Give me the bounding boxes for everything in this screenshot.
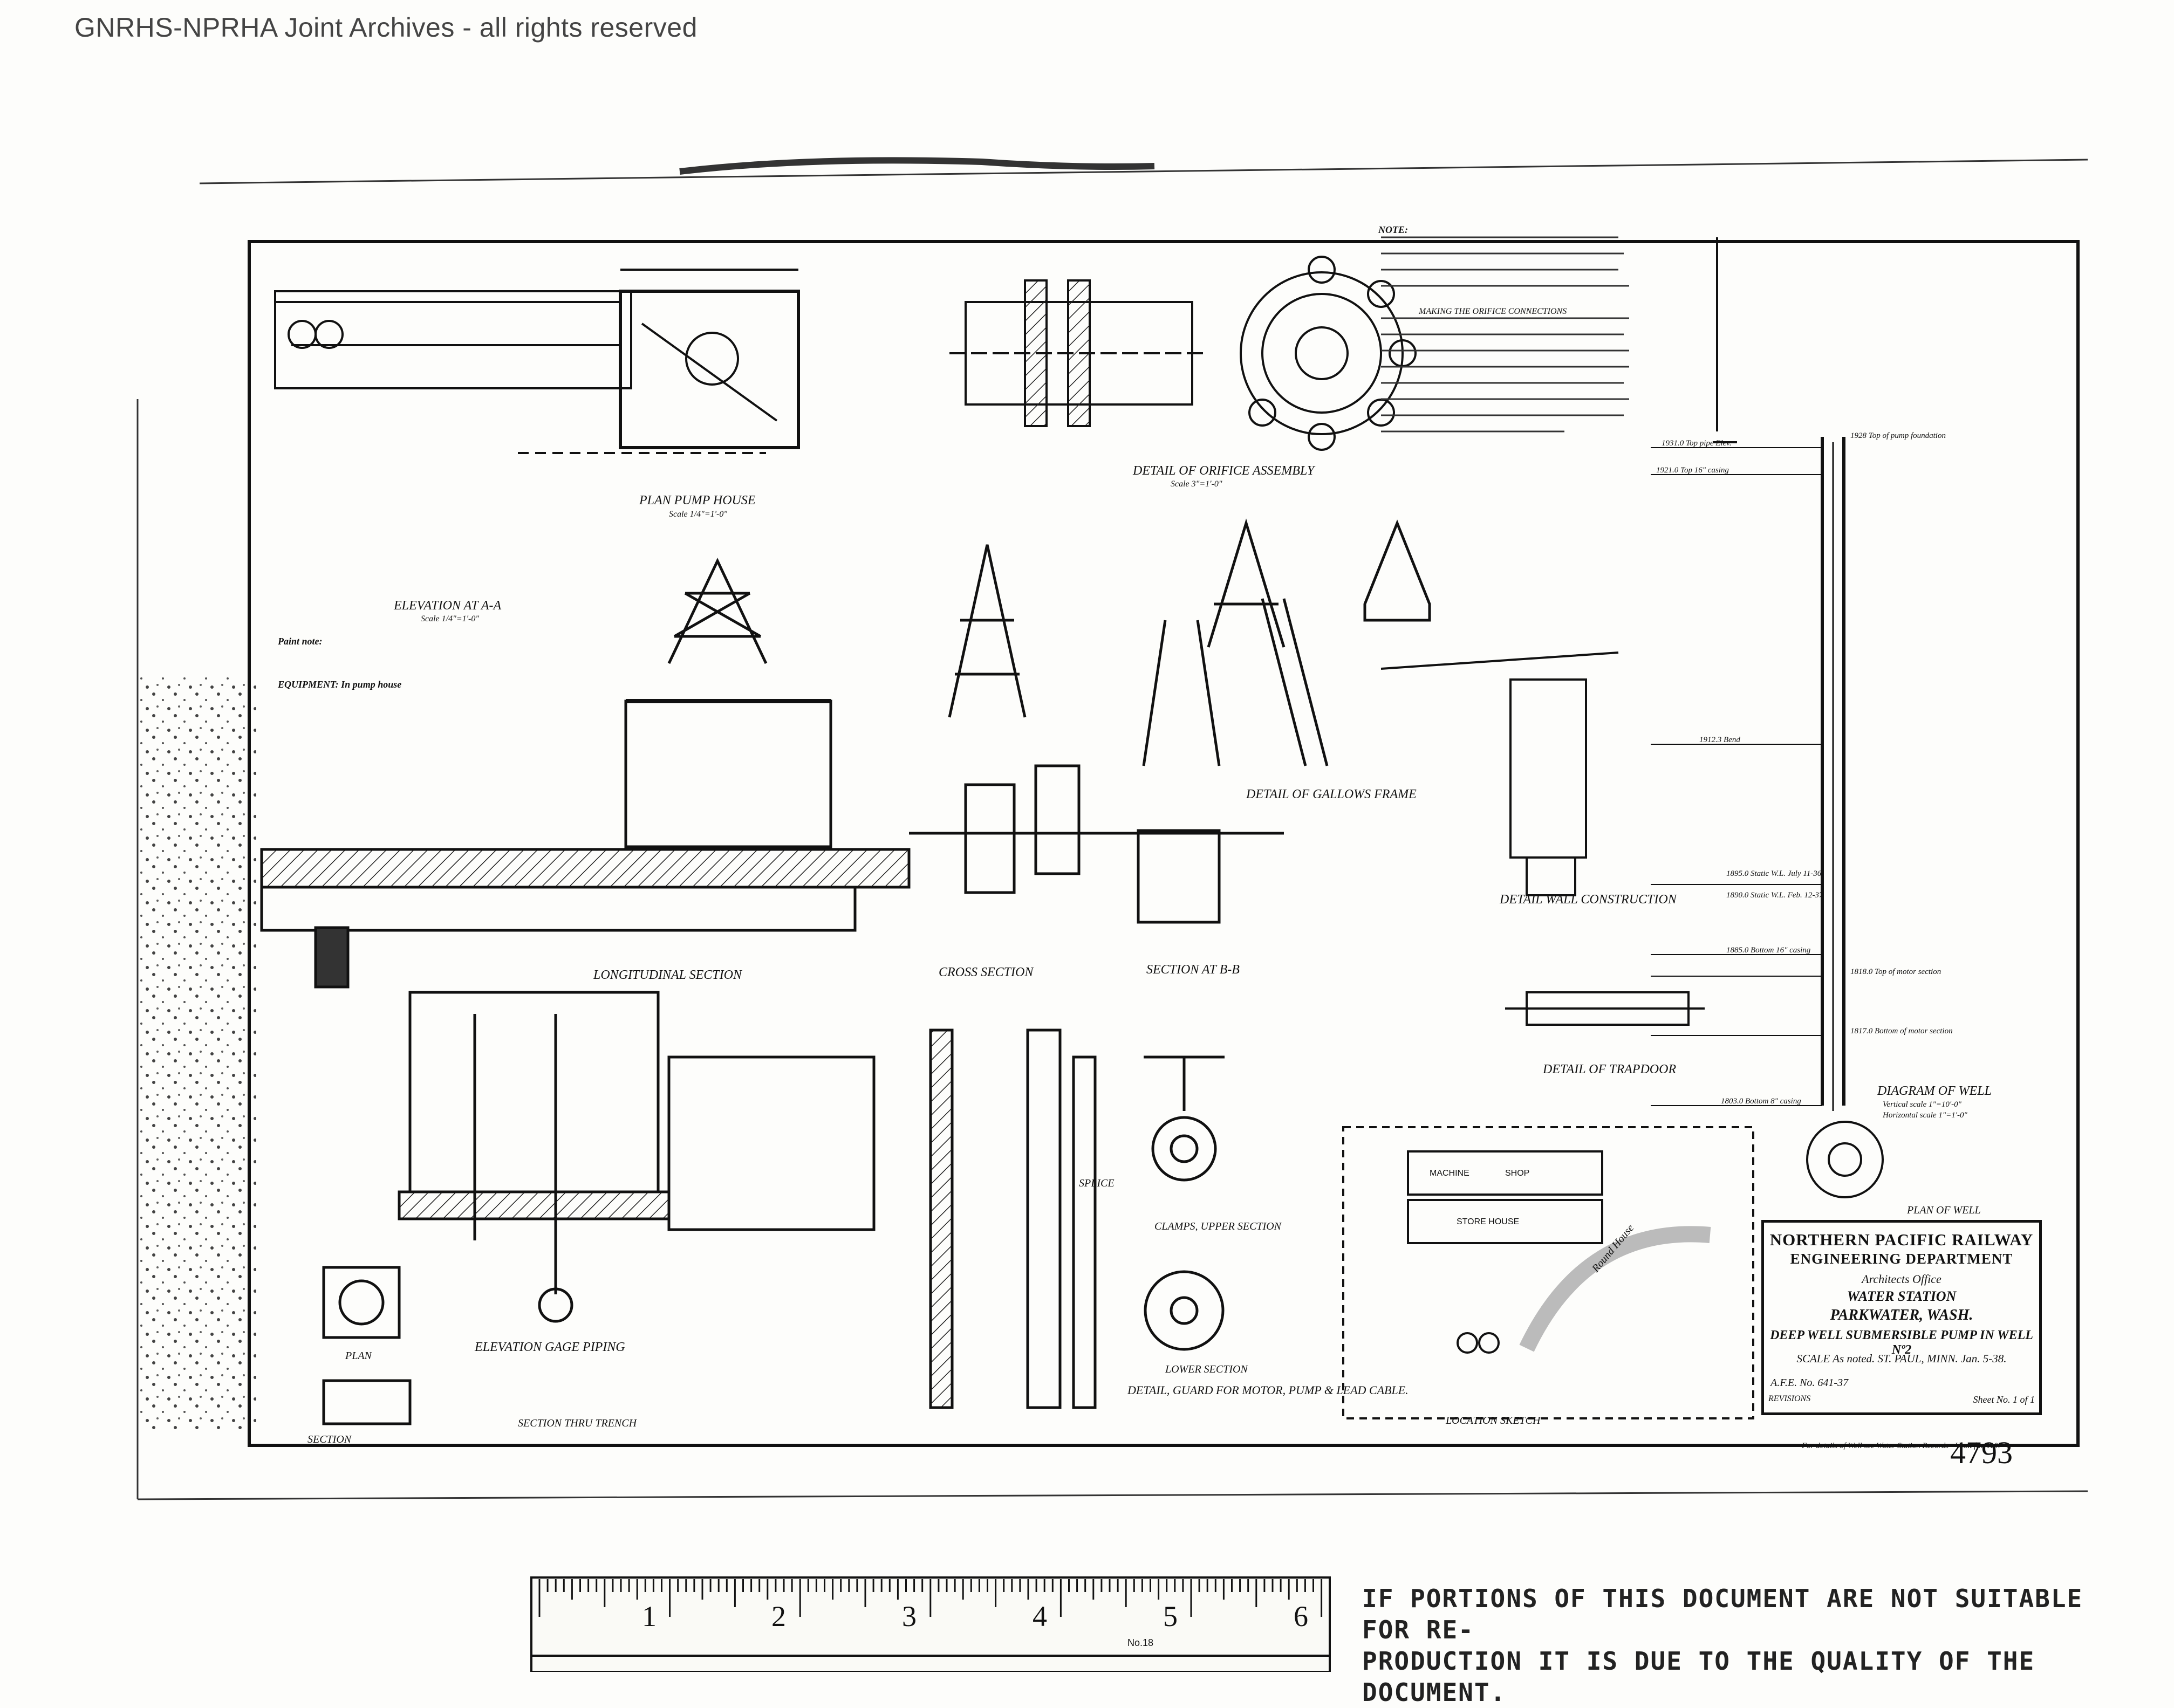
label-plan-pump-house: PLAN PUMP HOUSE [639, 493, 756, 507]
label-detail-wall: DETAIL WALL CONSTRUCTION [1499, 893, 1678, 907]
title-company: NORTHERN PACIFIC RAILWAY [1769, 1230, 2034, 1249]
label-section: SECTION [307, 1433, 352, 1445]
guard-detail [667, 1028, 1225, 1409]
well-level-label: 1890.0 Static W.L. Feb. 12-37 [1726, 891, 1824, 900]
note-labels: Paint note: EQUIPMENT: In pump house NOT… [277, 224, 1567, 690]
location-sketch [1342, 1126, 1754, 1419]
label-section-bb: SECTION AT B-B [1146, 963, 1240, 977]
label-section-trench: SECTION THRU TRENCH [518, 1417, 638, 1429]
scale-elevation-aa: Scale 1/4"=1'-0" [421, 614, 479, 623]
scale-detail-orifice: Scale 3"=1'-0" [1171, 479, 1222, 489]
label-plan: PLAN [345, 1350, 373, 1362]
label-machine: MACHINE [1430, 1169, 1469, 1178]
drawing-number: 4793 [1950, 1435, 2013, 1470]
label-splice: SPLICE [1079, 1177, 1115, 1189]
title-station: WATER STATION [1847, 1288, 1957, 1304]
label-cross-section: CROSS SECTION [939, 965, 1034, 979]
ruler-maker: No.18 [1127, 1637, 1153, 1648]
title-drawing: DEEP WELL SUBMERSIBLE PUMP IN WELL Nº2 [1770, 1328, 2033, 1357]
well-level-labels: 1931.0 Top pipe Elev. 1928 Top of pump f… [1656, 431, 1953, 1106]
revisions-header: REVISIONS [1768, 1394, 1811, 1403]
label-clamps-upper: CLAMPS, UPPER SECTION [1154, 1220, 1282, 1232]
equipment-note: EQUIPMENT: In pump house [277, 679, 401, 690]
stain-left [138, 674, 256, 1429]
label-elevation-gage: ELEVATION GAGE PIPING [474, 1340, 625, 1354]
location-labels: MACHINE SHOP STORE HOUSE Round House [1430, 1169, 1637, 1275]
title-block: NORTHERN PACIFIC RAILWAY ENGINEERING DEP… [1761, 1220, 2042, 1415]
drawing-border [248, 240, 2080, 1447]
label-location-sketch: LOCATION SKETCH [1445, 1415, 1541, 1426]
well-level-label: 1818.0 Top of motor section [1850, 968, 1941, 976]
label-detail-orifice: DETAIL OF ORIFICE ASSEMBLY [1132, 464, 1316, 478]
ruler-number: 3 [902, 1600, 917, 1632]
orifice-heading: MAKING THE ORIFICE CONNECTIONS [1418, 307, 1567, 316]
ruler-number: 6 [1294, 1600, 1308, 1632]
scale-diagram-well: Vertical scale 1"=10'-0" [1883, 1100, 1962, 1109]
label-detail-guard: DETAIL, GUARD FOR MOTOR, PUMP & LEAD CAB… [1127, 1383, 1409, 1397]
ruler-number: 1 [642, 1600, 657, 1632]
well-level-label: 1885.0 Bottom 16" casing [1726, 946, 1811, 955]
label-plan-well: PLAN OF WELL [1906, 1204, 1981, 1216]
label-elevation-aa: ELEVATION AT A-A [393, 599, 501, 613]
label-diagram-well: DIAGRAM OF WELL [1877, 1084, 1992, 1098]
label-lower-section: LOWER SECTION [1165, 1363, 1248, 1375]
gage-piping [322, 991, 671, 1425]
scale-diagram-well-h: Horizontal scale 1"=1'-0" [1882, 1111, 1967, 1120]
ruler: 1 2 3 4 5 6 No.18 [530, 1576, 1331, 1672]
sheet-number: Sheet No. 1 of 1 [1973, 1394, 2035, 1405]
well-level-label: 1912.3 Bend [1699, 736, 1740, 744]
title-afe: A.F.E. No. 641-37 [1770, 1377, 1849, 1389]
plan-pump-house [274, 269, 800, 454]
well-level-label: 1921.0 Top 16" casing [1656, 466, 1729, 475]
ruler-number: 4 [1033, 1600, 1047, 1632]
well-level-label: 1895.0 Static W.L. July 11-36 [1726, 869, 1822, 878]
archive-watermark: GNRHS-NPRHA Joint Archives - all rights … [74, 12, 698, 43]
label-detail-trapdoor: DETAIL OF TRAPDOOR [1542, 1062, 1676, 1076]
footer-note: For details of Well see Water Station Re… [1801, 1442, 2009, 1450]
well-level-label: 1817.0 Bottom of motor section [1850, 1027, 1953, 1035]
note-header: NOTE: [1378, 224, 1408, 235]
gallows-frames [667, 518, 1431, 766]
label-store-house: STORE HOUSE [1457, 1217, 1519, 1226]
label-shop: SHOP [1505, 1169, 1529, 1178]
well-level-label: 1928 Top of pump foundation [1850, 431, 1946, 440]
well-level-label: 1803.0 Bottom 8" casing [1721, 1097, 1801, 1106]
title-department: ENGINEERING DEPARTMENT [1790, 1251, 2013, 1267]
quality-notice-stamp: IF PORTIONS OF THIS DOCUMENT ARE NOT SUI… [1362, 1584, 2083, 1707]
orifice-assembly [949, 256, 1417, 451]
title-office: Architects Office [1862, 1272, 1941, 1286]
scale-labels: Scale 1/4"=1'-0" Scale 3"=1'-0" Scale 1/… [421, 479, 1967, 1120]
well-level-label: 1931.0 Top pipe Elev. [1662, 439, 1732, 448]
title-location: PARKWATER, WASH. [1830, 1307, 1973, 1323]
title-scale: SCALE As noted. ST. PAUL, MINN. Jan. 5-3… [1796, 1352, 2007, 1365]
label-longitudinal-section: LONGITUDINAL SECTION [593, 968, 743, 982]
drawing-scan: PLAN PUMP HOUSE DETAIL OF ORIFICE ASSEMB… [136, 157, 2088, 1672]
notes-block [1381, 236, 1629, 433]
ruler-number: 5 [1163, 1600, 1178, 1632]
ruler-number: 2 [771, 1600, 786, 1632]
view-labels: PLAN PUMP HOUSE DETAIL OF ORIFICE ASSEMB… [307, 464, 1992, 1445]
label-detail-gallows: DETAIL OF GALLOWS FRAME [1246, 787, 1417, 801]
longitudinal-section [260, 699, 1284, 989]
scale-plan-pump-house: Scale 1/4"=1'-0" [669, 510, 727, 519]
wall-detail [1380, 651, 1705, 1026]
well-diagram [1651, 237, 1884, 1198]
paint-note: Paint note: [277, 636, 323, 647]
